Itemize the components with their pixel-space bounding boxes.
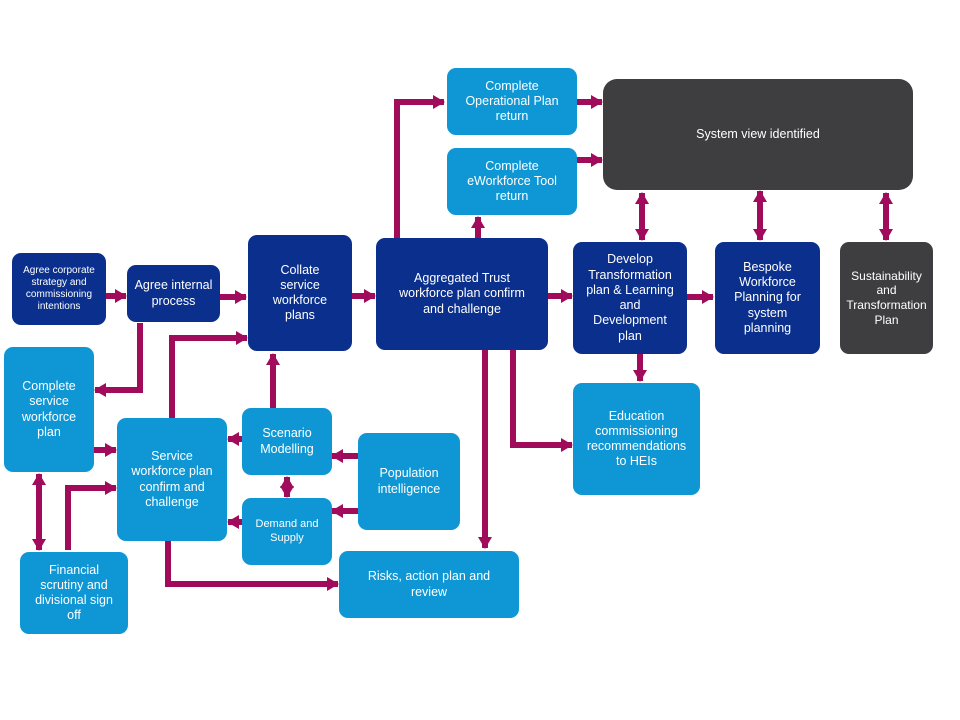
box-demand-supply-label: Demand and Supply xyxy=(255,518,319,544)
box-complete-service-plan: Complete service workforce plan xyxy=(4,347,94,472)
arrow-financial-to-confirm xyxy=(65,481,117,550)
box-system-view-label: System view identified xyxy=(696,126,820,141)
box-financial-scrutiny-label: Financial scrutiny and divisional sign o… xyxy=(35,562,113,623)
box-collate-service-label: Collate service workforce plans xyxy=(272,262,328,323)
box-scenario-modelling: Scenario Modelling xyxy=(242,408,332,475)
box-develop-transformation: Develop Transformation plan & Learning a… xyxy=(573,242,687,354)
arrow-confirm-to-collate xyxy=(169,331,248,418)
box-agree-corporate: Agree corporate strategy and commissioni… xyxy=(12,253,106,325)
box-agree-internal-label: Agree internal process xyxy=(134,278,213,308)
arrow-aggregated-to-education xyxy=(510,350,573,452)
box-develop-transformation-label: Develop Transformation plan & Learning a… xyxy=(586,252,674,343)
box-sustainability: Sustainability and Transformation Plan xyxy=(840,242,933,354)
box-risks-action-label: Risks, action plan and review xyxy=(367,569,491,599)
box-aggregated-trust-label: Aggregated Trust workforce plan confirm … xyxy=(399,271,525,316)
box-agree-internal: Agree internal process xyxy=(127,265,220,322)
box-system-view: System view identified xyxy=(603,79,913,190)
box-complete-operational-label: Complete Operational Plan return xyxy=(465,78,559,124)
box-scenario-modelling-label: Scenario Modelling xyxy=(260,426,314,456)
box-service-confirm: Service workforce plan confirm and chall… xyxy=(117,418,227,541)
box-collate-service: Collate service workforce plans xyxy=(248,235,352,351)
box-sustainability-label: Sustainability and Transformation Plan xyxy=(846,268,927,327)
box-aggregated-trust: Aggregated Trust workforce plan confirm … xyxy=(376,238,548,350)
arrow-aggregated-to-operational xyxy=(394,95,445,238)
box-risks-action: Risks, action plan and review xyxy=(339,551,519,618)
box-agree-corporate-label: Agree corporate strategy and commissioni… xyxy=(23,264,95,313)
box-service-confirm-label: Service workforce plan confirm and chall… xyxy=(131,449,213,509)
box-population-intelligence: Population intelligence xyxy=(358,433,460,530)
box-bespoke-workforce: Bespoke Workforce Planning for system pl… xyxy=(715,242,820,354)
box-demand-supply: Demand and Supply xyxy=(242,498,332,565)
arrow-confirm-to-risks xyxy=(165,541,339,591)
box-education-commissioning: Education commissioning recommendations … xyxy=(573,383,700,495)
box-complete-eworkforce: Complete eWorkforce Tool return xyxy=(447,148,577,215)
box-education-commissioning-label: Education commissioning recommendations … xyxy=(586,408,687,469)
arrow-internal-to-complete-service xyxy=(94,323,143,397)
box-complete-eworkforce-label: Complete eWorkforce Tool return xyxy=(467,158,557,204)
box-financial-scrutiny: Financial scrutiny and divisional sign o… xyxy=(20,552,128,634)
box-complete-operational: Complete Operational Plan return xyxy=(447,68,577,135)
box-complete-service-plan-label: Complete service workforce plan xyxy=(21,379,77,439)
box-bespoke-workforce-label: Bespoke Workforce Planning for system pl… xyxy=(734,259,801,335)
box-population-intelligence-label: Population intelligence xyxy=(377,466,441,496)
